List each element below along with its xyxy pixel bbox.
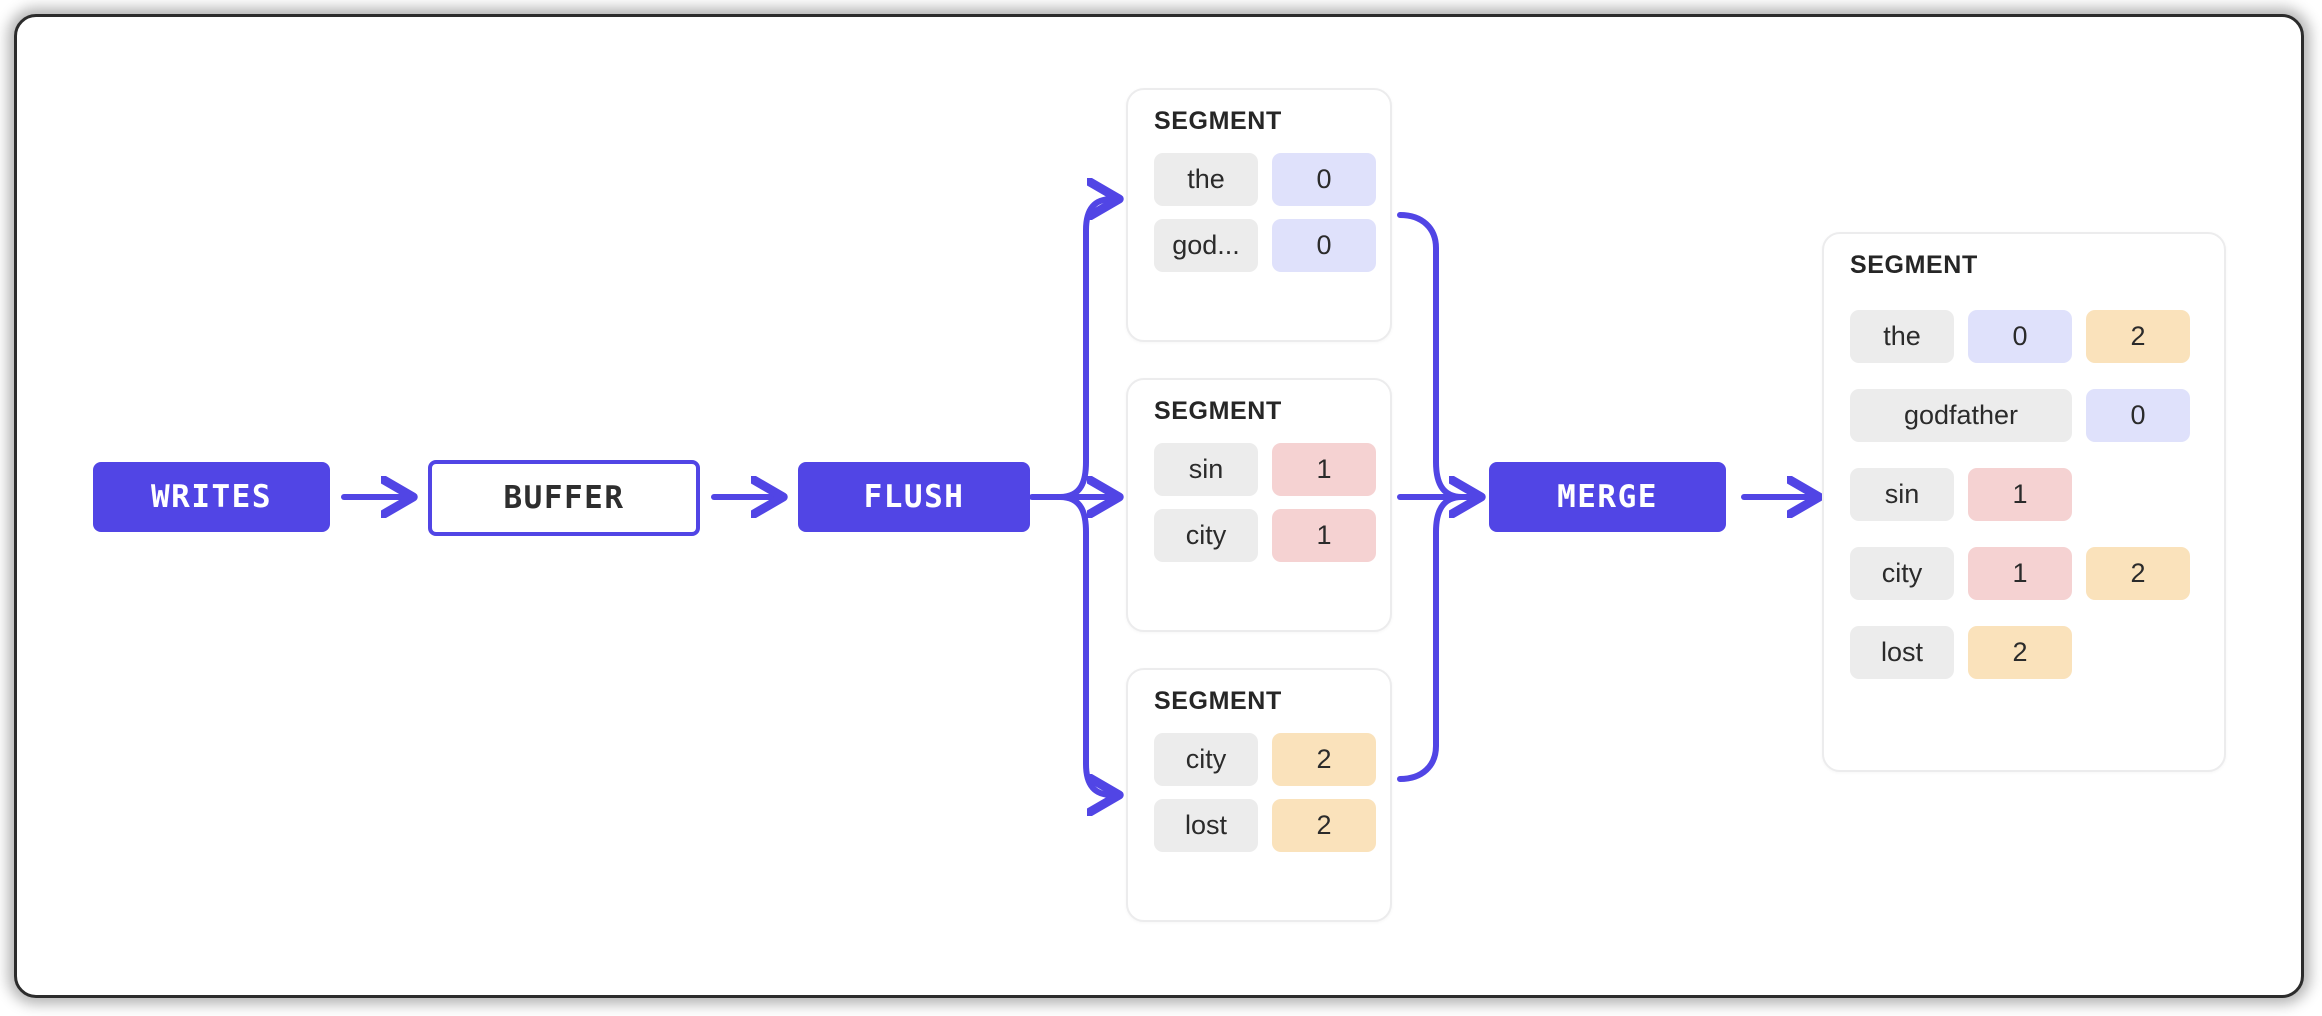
segment-title: SEGMENT [1154,397,1282,425]
segment-key-chip: lost [1154,799,1258,852]
segment-value-chip: 0 [1272,153,1376,206]
segment-key-chip: city [1850,547,1954,600]
segment-key-chip: godfather [1850,389,2072,442]
segment-card-1: SEGMENT the 0 god... 0 [1126,88,1392,342]
segment-key-chip: sin [1154,443,1258,496]
segment-key-chip: lost [1850,626,1954,679]
segment-value-chip: 0 [1272,219,1376,272]
segment-row: city 1 [1154,509,1390,562]
segment-title: SEGMENT [1154,107,1282,135]
segment-row: city 2 [1154,733,1390,786]
node-buffer[interactable]: BUFFER [428,460,700,536]
segment-key-chip: god... [1154,219,1258,272]
segment-key-chip: sin [1850,468,1954,521]
node-flush[interactable]: FLUSH [798,462,1030,532]
segment-value-chip: 1 [1272,443,1376,496]
segment-row: sin 1 [1154,443,1390,496]
segment-row: the 0 [1154,153,1390,206]
segment-value-chip: 1 [1272,509,1376,562]
segment-row: sin 1 [1850,468,2204,521]
segment-row: lost 2 [1850,626,2204,679]
segment-value-chip: 1 [1968,547,2072,600]
segment-title: SEGMENT [1154,687,1282,715]
segment-rows: the 0 god... 0 [1154,153,1390,285]
segment-key-chip: city [1154,509,1258,562]
segment-value-chip: 0 [1968,310,2072,363]
segment-row: god... 0 [1154,219,1390,272]
segment-card-3: SEGMENT city 2 lost 2 [1126,668,1392,922]
segment-card-2: SEGMENT sin 1 city 1 [1126,378,1392,632]
segment-value-chip: 2 [2086,310,2190,363]
segment-row: lost 2 [1154,799,1390,852]
segment-title: SEGMENT [1850,251,1978,279]
segment-key-chip: the [1154,153,1258,206]
segment-value-chip: 2 [2086,547,2190,600]
node-merge[interactable]: MERGE [1489,462,1726,532]
segment-value-chip: 0 [2086,389,2190,442]
segment-row: godfather 0 [1850,389,2204,442]
segment-rows: sin 1 city 1 [1154,443,1390,575]
segment-value-chip: 2 [1968,626,2072,679]
segment-key-chip: the [1850,310,1954,363]
segment-value-chip: 2 [1272,799,1376,852]
segment-value-chip: 1 [1968,468,2072,521]
segment-key-chip: city [1154,733,1258,786]
segment-rows: city 2 lost 2 [1154,733,1390,865]
segment-value-chip: 2 [1272,733,1376,786]
node-writes[interactable]: WRITES [93,462,330,532]
